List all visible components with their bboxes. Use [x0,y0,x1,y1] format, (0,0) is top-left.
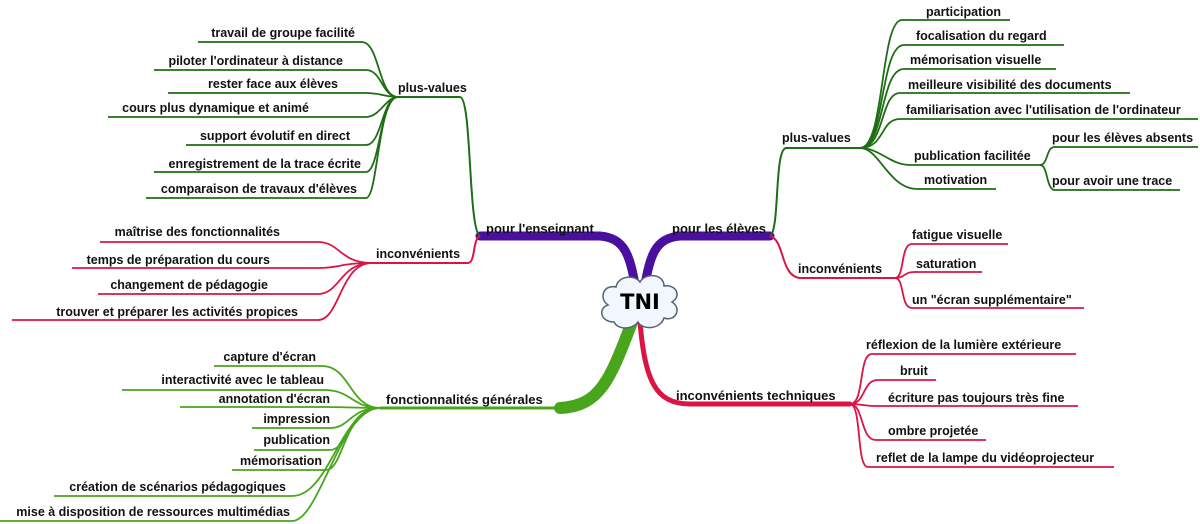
leaf-avoir-trace: pour avoir une trace [1052,174,1173,188]
leaf-memorisation: mémorisation [240,454,322,468]
leaf-fatigue-visuelle: fatigue visuelle [912,228,1003,242]
leaf-mise-disposition: mise à disposition de ressources multimé… [16,505,290,519]
central-topic: TNI [600,276,680,328]
enseignant-plus-values-links [108,41,399,199]
leaf-reflexion-lumiere: réflexion de la lumière extérieure [866,338,1062,352]
leaf-trouver-activites: trouver et préparer les activités propic… [56,305,298,319]
branch-fonctionnalites: fonctionnalités générales [386,392,543,407]
fonctionnalites-links [0,365,381,522]
eleves-plus-values: plus-values [782,131,851,145]
leaf-piloter-ordinateur: piloter l'ordinateur à distance [168,54,343,68]
leaf-changement-pedagogie: changement de pédagogie [110,278,268,292]
leaf-cours-dynamique: cours plus dynamique et animé [122,101,309,115]
leaf-ecriture-fine: écriture pas toujours très fine [888,391,1065,405]
leaf-comparaison-travaux: comparaison de travaux d'élèves [160,182,357,196]
eleves-inconvenients: inconvénients [798,262,883,276]
leaf-motivation: motivation [924,173,988,187]
leaf-reflet-lampe: reflet de la lampe du vidéoprojecteur [876,451,1095,465]
cloud-icon [601,274,678,329]
leaf-memorisation-visuelle: mémorisation visuelle [910,53,1042,67]
enseignant-inconvenients-links [12,241,373,321]
leaf-maitrise-fonctionnalites: maîtrise des fonctionnalités [114,225,280,239]
leaf-travail-groupe: travail de groupe facilité [211,26,355,40]
leaf-interactivite-tableau: interactivité avec le tableau [161,373,324,387]
publication-sub-links [1039,146,1198,191]
leaf-ombre-projetee: ombre projetée [888,424,979,438]
leaf-eleves-absents: pour les élèves absents [1052,131,1194,145]
leaf-enregistrement-trace: enregistrement de la trace écrite [168,157,361,171]
branch-inconvenients-techniques: inconvénients techniques [676,388,836,403]
trunk-techniques [637,319,853,407]
enseignant-inconvenients: inconvénients [376,247,461,261]
leaf-familiarisation: familiarisation avec l'utilisation de l'… [906,103,1181,117]
leaf-temps-preparation: temps de préparation du cours [86,253,270,267]
leaf-impression: impression [263,412,330,426]
enseignant-plus-values: plus-values [398,81,467,95]
central-topic-label: TNI [620,290,660,314]
leaf-creation-scenarios: création de scénarios pédagogiques [69,480,286,494]
leaf-publication-facilitee: publication facilitée [914,149,1031,163]
eleves-inconvenients-links [894,243,1084,309]
leaf-participation: participation [926,5,1002,19]
leaf-meilleure-visibilite: meilleure visibilité des documents [908,78,1112,92]
leaf-ecran-supplementaire: un "écran supplémentaire" [912,293,1072,307]
leaf-saturation: saturation [916,257,977,271]
techniques-links [849,353,1114,468]
leaf-capture-ecran: capture d'écran [223,350,316,364]
leaf-annotation-ecran: annotation d'écran [218,392,330,406]
leaf-focalisation-regard: focalisation du regard [916,29,1047,43]
eleves-plus-values-links [859,19,1198,190]
leaf-support-evolutif: support évolutif en direct [199,129,350,143]
leaf-bruit: bruit [900,364,928,378]
leaf-rester-face: rester face aux élèves [208,77,338,91]
leaf-publication: publication [263,433,330,447]
branch-pour-eleves: pour les élèves [672,221,766,236]
trunk-fonctionnalites [554,316,638,414]
branch-pour-enseignant: pour l'enseignant [486,221,594,236]
